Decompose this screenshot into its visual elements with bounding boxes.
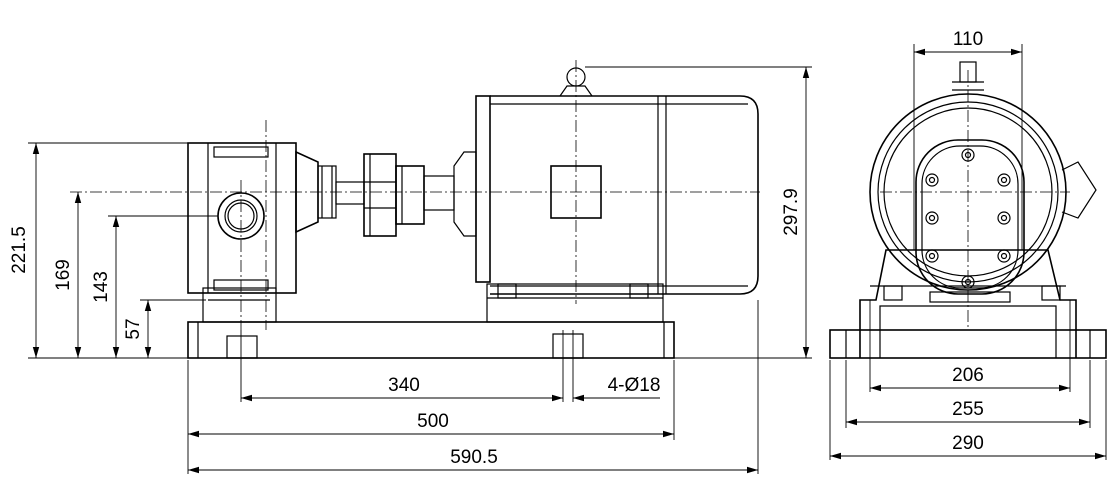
electric-motor	[475, 67, 759, 323]
base-frame	[187, 321, 675, 402]
end-extension-lines	[829, 44, 1107, 460]
end-view: 110 206 255 290	[829, 29, 1107, 460]
end-center-lines	[880, 70, 1070, 330]
motor-height-label: 297.9	[781, 188, 802, 236]
overall-length-label: 590.5	[450, 447, 498, 468]
gear-pump	[187, 142, 337, 323]
overall-height-label: 221.5	[9, 226, 30, 274]
foot-width-label: 255	[952, 399, 984, 420]
bolt-holes-label: 4-Ø18	[608, 375, 661, 396]
base-height-label: 57	[123, 318, 144, 339]
base-bolt-spacing-label: 500	[417, 411, 449, 432]
pump-end-flange	[915, 139, 1025, 295]
shaft-height-label: 169	[53, 259, 74, 291]
horizontal-dimension-lines	[188, 394, 758, 474]
extension-lines	[28, 66, 812, 474]
foot-bolt-spacing-label: 206	[952, 365, 984, 386]
base-width-label: 290	[952, 433, 984, 454]
shaft-coupling	[335, 151, 477, 237]
side-view: 221.5 169 143 57 297.9 340 4-Ø18 500 590…	[9, 60, 812, 474]
flange-width-label: 110	[953, 29, 983, 50]
center-lines	[70, 60, 760, 330]
vertical-dimension-lines	[32, 67, 810, 358]
port-height-label: 143	[91, 271, 112, 303]
end-dimension-lines	[830, 48, 1106, 460]
motor-end-housing	[869, 61, 1097, 291]
bolt-spacing-label: 340	[388, 375, 420, 396]
